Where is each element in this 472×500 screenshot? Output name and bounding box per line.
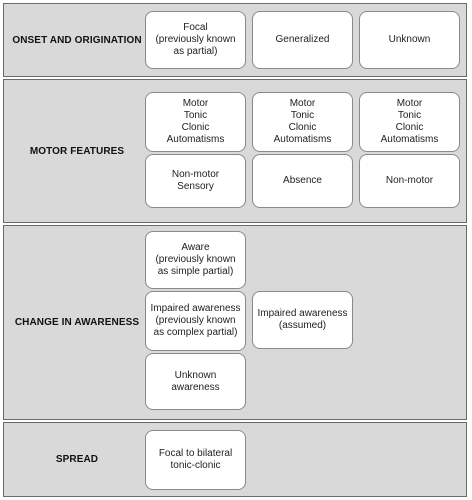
focal-box: Focal (previously known as partial) [145, 11, 246, 69]
focal-nonmotor-box: Non-motor Sensory [145, 154, 246, 208]
motor-label: MOTOR FEATURES [29, 145, 125, 157]
aware-box: Aware (previously known as simple partia… [145, 231, 246, 289]
onset-label: ONSET AND ORIGINATION [12, 34, 142, 46]
awareness-label: CHANGE IN AWARENESS [14, 317, 140, 328]
generalized-motor-box: Motor Tonic Clonic Automatisms [252, 92, 353, 152]
unknown-nonmotor-box: Non-motor [359, 154, 460, 208]
absence-box: Absence [252, 154, 353, 208]
focal-motor-box: Motor Tonic Clonic Automatisms [145, 92, 246, 152]
impaired-awareness-box: Impaired awareness (previously known as … [145, 291, 246, 351]
spread-label: SPREAD [55, 454, 99, 465]
awareness-band: CHANGE IN AWARENESS Aware (previously kn… [3, 225, 467, 420]
unknown-motor-box: Motor Tonic Clonic Automatisms [359, 92, 460, 152]
unknown-onset-box: Unknown [359, 11, 460, 69]
focal-to-bilateral-box: Focal to bilateral tonic-clonic [145, 430, 246, 490]
motor-band: MOTOR FEATURES Motor Tonic Clonic Automa… [3, 79, 467, 223]
onset-band: ONSET AND ORIGINATION Focal (previously … [3, 3, 467, 77]
spread-band: SPREAD Focal to bilateral tonic-clonic [3, 422, 467, 497]
impaired-awareness-assumed-box: Impaired awareness (assumed) [252, 291, 353, 349]
generalized-box: Generalized [252, 11, 353, 69]
unknown-awareness-box: Unknown awareness [145, 353, 246, 410]
